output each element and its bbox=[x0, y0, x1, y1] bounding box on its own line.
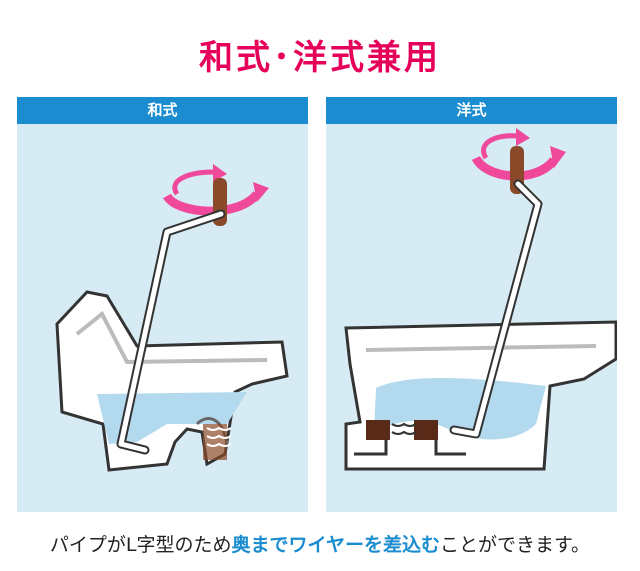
caption: パイプがL字型のため奥までワイヤーを差込むことができます。 bbox=[0, 530, 640, 557]
japanese-style-header: 和式 bbox=[17, 97, 308, 124]
page-title: 和式･洋式兼用 bbox=[199, 38, 441, 78]
western-style-panel: 洋式 bbox=[326, 97, 617, 512]
caption-highlight: 奥までワイヤーを差込む bbox=[231, 534, 440, 556]
western-style-illustration bbox=[326, 124, 617, 512]
caption-before: パイプがL字型のため bbox=[49, 534, 232, 556]
wire-pipe-icon bbox=[449, 179, 543, 439]
western-style-header: 洋式 bbox=[326, 97, 617, 124]
wire-pipe-icon bbox=[116, 209, 226, 455]
japanese-style-panel: 和式 bbox=[17, 97, 308, 512]
japanese-toilet-icon bbox=[55, 290, 289, 472]
japanese-style-illustration bbox=[17, 124, 308, 512]
caption-after: ことができます。 bbox=[439, 534, 591, 556]
western-toilet-icon bbox=[344, 320, 617, 471]
rotation-arrow-icon bbox=[163, 164, 269, 216]
